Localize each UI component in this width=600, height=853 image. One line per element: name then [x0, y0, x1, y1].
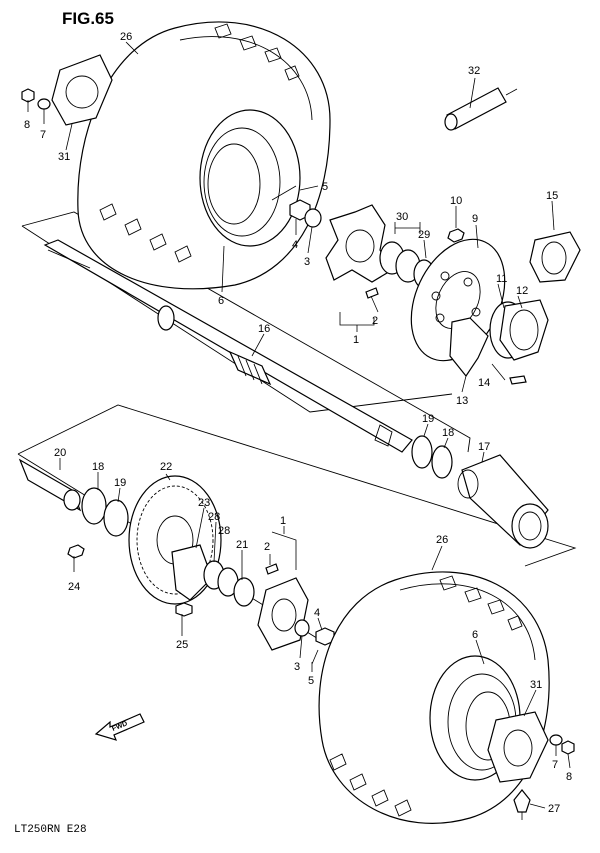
callout-9: 9	[472, 213, 478, 225]
callout-3-upper: 3	[304, 256, 310, 268]
special-tool	[444, 87, 518, 131]
leader-lines	[27, 41, 571, 809]
callout-18-left: 18	[92, 461, 104, 473]
fwd-arrow-icon: FWD	[94, 713, 145, 741]
callout-19-right: 19	[422, 413, 434, 425]
rear-axle-shaft	[43, 239, 413, 453]
lower-nut	[561, 740, 575, 755]
callout-28-a: 28	[208, 511, 220, 523]
callout-16: 16	[258, 323, 270, 335]
upper-hub-plate-hole	[65, 75, 99, 109]
callout-13: 13	[456, 395, 468, 407]
callout-15: 15	[546, 190, 558, 202]
lower-rear-hub	[257, 577, 309, 651]
lower-hub-plate	[487, 711, 549, 783]
lower-valve-stem	[311, 649, 319, 665]
cover-bolt	[509, 375, 527, 385]
axle-housing	[457, 454, 549, 549]
tire-valve	[513, 789, 531, 813]
callout-30: 30	[396, 211, 408, 223]
lower-assembly-plane	[17, 404, 577, 567]
callout-17: 17	[478, 441, 490, 453]
callout-19-left: 19	[114, 477, 126, 489]
callout-12: 12	[516, 285, 528, 297]
oil-seal-left	[103, 499, 129, 537]
callout-21: 21	[236, 539, 248, 551]
disc-bolt	[447, 228, 465, 243]
hub-oil-seal	[233, 577, 255, 607]
lower-hub-bolt	[265, 563, 279, 575]
callout-4-lower: 4	[314, 607, 320, 619]
callout-20: 20	[54, 447, 66, 459]
upper-rear-hub	[325, 204, 393, 283]
figure-title: FIG.65	[62, 9, 114, 28]
sprocket-hub	[171, 544, 213, 601]
lower-hub-washer	[294, 619, 310, 637]
callout-labels: 26 8 7 31 32 5 4 3 6 30 29 10 9 15 11 12…	[24, 31, 572, 815]
lower-tire	[318, 571, 550, 824]
oil-seal-right	[411, 435, 433, 469]
callout-26-upper: 26	[120, 31, 132, 43]
upper-tire	[77, 21, 331, 290]
disc-hub-plate	[499, 299, 549, 361]
callout-1-lower: 1	[280, 515, 286, 527]
upper-hub-washer	[304, 208, 322, 228]
callout-18-right: 18	[442, 427, 454, 439]
callout-26-lower: 26	[436, 534, 448, 546]
disc-cover	[449, 317, 489, 378]
callout-27: 27	[548, 803, 560, 815]
callout-5-upper: 5	[322, 181, 328, 193]
model-code: LT250RN E28	[14, 824, 87, 836]
callout-7-lower: 7	[552, 759, 558, 771]
lower-washer	[549, 734, 563, 746]
callout-2-upper: 2	[372, 315, 378, 327]
upper-hub-plate	[51, 54, 113, 126]
callout-5-lower: 5	[308, 675, 314, 687]
callout-25: 25	[176, 639, 188, 651]
callout-8-upper: 8	[24, 119, 30, 131]
callout-28-b: 28	[218, 525, 230, 537]
callout-1-upper: 1	[353, 334, 359, 346]
callout-7-upper: 7	[40, 129, 46, 141]
callout-23: 23	[198, 497, 210, 509]
callout-8-lower: 8	[566, 771, 572, 783]
callout-4-upper: 4	[292, 239, 298, 251]
upper-nut	[21, 88, 35, 103]
upper-valve-stem	[271, 185, 297, 201]
callout-3-lower: 3	[294, 661, 300, 673]
sprocket-nut	[175, 602, 193, 617]
spacer-plate	[529, 231, 581, 283]
callout-6-lower: 6	[472, 629, 478, 641]
bearing-right	[431, 445, 453, 479]
callout-14: 14	[478, 377, 490, 389]
callout-2-lower: 2	[264, 541, 270, 553]
callout-6-upper: 6	[218, 295, 224, 307]
upper-assembly-plane	[21, 211, 471, 453]
callout-31-upper: 31	[58, 151, 70, 163]
callout-31-lower: 31	[530, 679, 542, 691]
callout-10: 10	[450, 195, 462, 207]
callout-24: 24	[68, 581, 80, 593]
upper-washer	[37, 98, 51, 110]
callout-22: 22	[160, 461, 172, 473]
sprocket-bolt	[67, 544, 85, 559]
callout-32: 32	[468, 65, 480, 77]
callout-11: 11	[496, 273, 507, 285]
bearing-left	[81, 487, 107, 525]
callout-29: 29	[418, 229, 430, 241]
upper-hub-bolt	[365, 287, 379, 299]
